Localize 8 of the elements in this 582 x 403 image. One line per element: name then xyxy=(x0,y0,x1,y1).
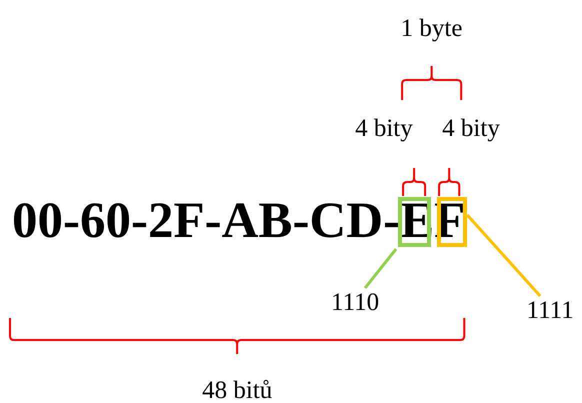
bit-value-label: 1110 xyxy=(331,290,380,315)
leader-line xyxy=(364,248,398,289)
byte-label: 1 byte xyxy=(400,16,462,41)
bit-count-label: 4 bity xyxy=(442,116,500,141)
bit-count-label: 48 bitů xyxy=(202,378,272,403)
bit-value-label: 1111 xyxy=(526,298,574,323)
bit-count-label: 4 bity xyxy=(355,116,413,141)
leader-line xyxy=(466,214,542,297)
